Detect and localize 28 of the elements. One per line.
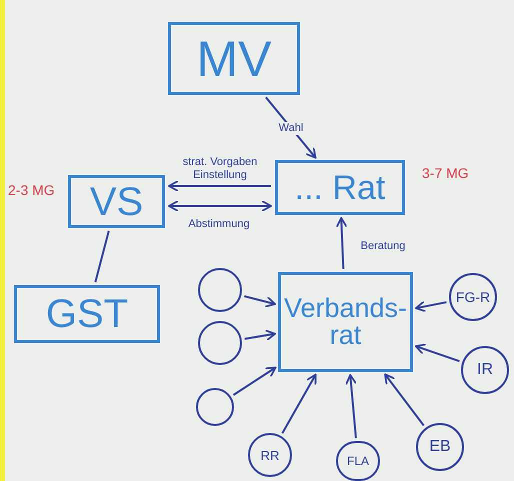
member-count: 3-7 MG xyxy=(422,164,469,183)
arrow xyxy=(168,180,271,192)
arrow xyxy=(244,295,276,308)
box-node xyxy=(14,285,160,343)
node-label: GST xyxy=(46,294,128,334)
arrow xyxy=(244,329,276,342)
box-node xyxy=(168,22,300,95)
node-label: Verbands- rat xyxy=(282,295,408,349)
box-node xyxy=(275,160,405,215)
member-count: 2-3 MG xyxy=(8,181,55,200)
arrow xyxy=(168,200,272,212)
node-label: IR xyxy=(477,362,493,378)
node-label: FLA xyxy=(346,455,369,467)
node-label: VS xyxy=(90,182,144,222)
arrow xyxy=(232,366,276,396)
arrow xyxy=(414,344,460,362)
arrow xyxy=(281,374,317,434)
arrow xyxy=(345,374,357,438)
box-node xyxy=(68,175,165,228)
node-label: RR xyxy=(260,448,280,462)
node-label: EB xyxy=(429,439,451,455)
node-label: FG-R xyxy=(456,290,490,304)
node-label: ... Rat xyxy=(294,170,386,204)
arrow xyxy=(415,300,447,312)
node-label: MV xyxy=(196,34,272,84)
box-node xyxy=(278,272,413,372)
arrow xyxy=(384,374,425,426)
arrow xyxy=(336,217,348,270)
